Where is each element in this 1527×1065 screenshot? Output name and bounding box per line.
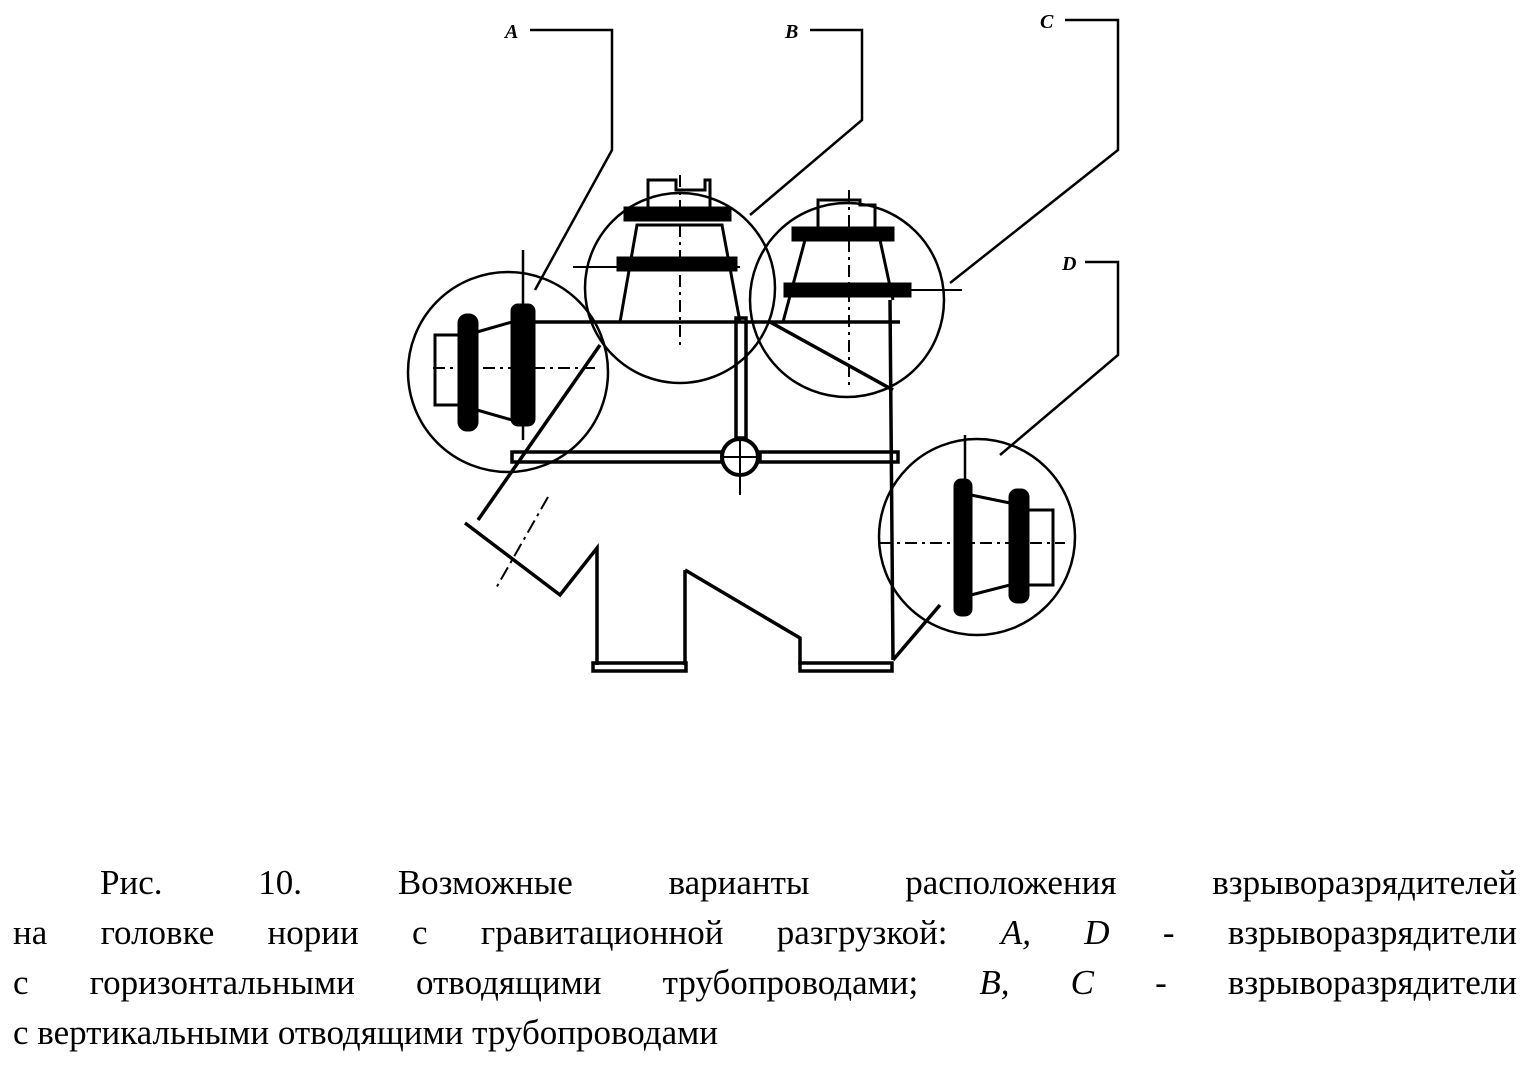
label-a: A: [503, 21, 518, 43]
label-b: B: [784, 21, 798, 43]
caption-line-2: на головке нории с гравитационной разгру…: [13, 908, 1517, 958]
caption-line-1: Рис. 10. Возможные варианты расположения…: [100, 863, 1517, 902]
caption-text: на головке нории с гравитационной разгру…: [13, 913, 948, 952]
vent-c: [781, 190, 962, 385]
vent-a: [433, 250, 600, 440]
caption-text: - взрыворазрядители: [1155, 963, 1518, 1002]
caption-line-4: с вертикальными отводящими трубопроводам…: [13, 1013, 718, 1052]
label-c: C: [1040, 11, 1054, 33]
caption-italic-labels: B, C: [979, 963, 1094, 1002]
vent-d: [880, 435, 1065, 617]
elevator-head-diagram: A B C D: [406, 11, 1120, 673]
vent-b: [573, 175, 742, 345]
housing-body: [463, 299, 942, 673]
label-d: D: [1061, 253, 1076, 275]
caption-text: с горизонтальными отводящими трубопровод…: [13, 963, 919, 1002]
caption-line-3: с горизонтальными отводящими трубопровод…: [13, 958, 1517, 1008]
caption-italic-labels: A, D: [1000, 913, 1110, 952]
figure-caption: Рис. 10. Возможные варианты расположения…: [13, 858, 1517, 1058]
leader-lines: [530, 18, 1120, 456]
caption-text: - взрыворазрядители: [1162, 913, 1518, 952]
